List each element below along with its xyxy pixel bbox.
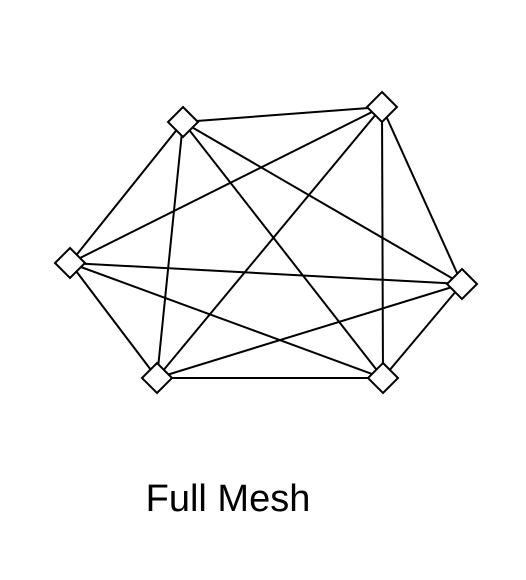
mesh-edge-n1-n6 — [182, 121, 384, 379]
mesh-edge-n3-n4 — [69, 262, 463, 285]
mesh-edge-n1-n2 — [182, 106, 383, 123]
mesh-edge-n2-n5 — [156, 106, 383, 379]
mesh-edge-n2-n6 — [381, 106, 384, 379]
mesh-edge-n4-n5 — [156, 283, 463, 379]
mesh-edge-n4-n6 — [382, 283, 463, 379]
mesh-edge-n2-n4 — [381, 106, 463, 285]
mesh-node-n3 — [53, 246, 87, 280]
mesh-edges — [69, 106, 463, 379]
mesh-edge-n1-n3 — [69, 121, 184, 264]
mesh-node-n5 — [140, 361, 174, 395]
mesh-edge-n2-n3 — [69, 106, 383, 264]
mesh-node-n6 — [366, 361, 400, 395]
mesh-edge-n3-n6 — [69, 262, 384, 379]
mesh-node-n1 — [166, 105, 200, 139]
mesh-nodes — [53, 90, 479, 395]
mesh-edge-n1-n5 — [156, 121, 184, 379]
mesh-node-n2 — [365, 90, 399, 124]
mesh-node-n4 — [445, 267, 479, 301]
mesh-edge-n3-n5 — [69, 262, 158, 379]
diagram-caption: Full Mesh — [145, 478, 311, 520]
mesh-edge-n1-n4 — [182, 121, 463, 285]
